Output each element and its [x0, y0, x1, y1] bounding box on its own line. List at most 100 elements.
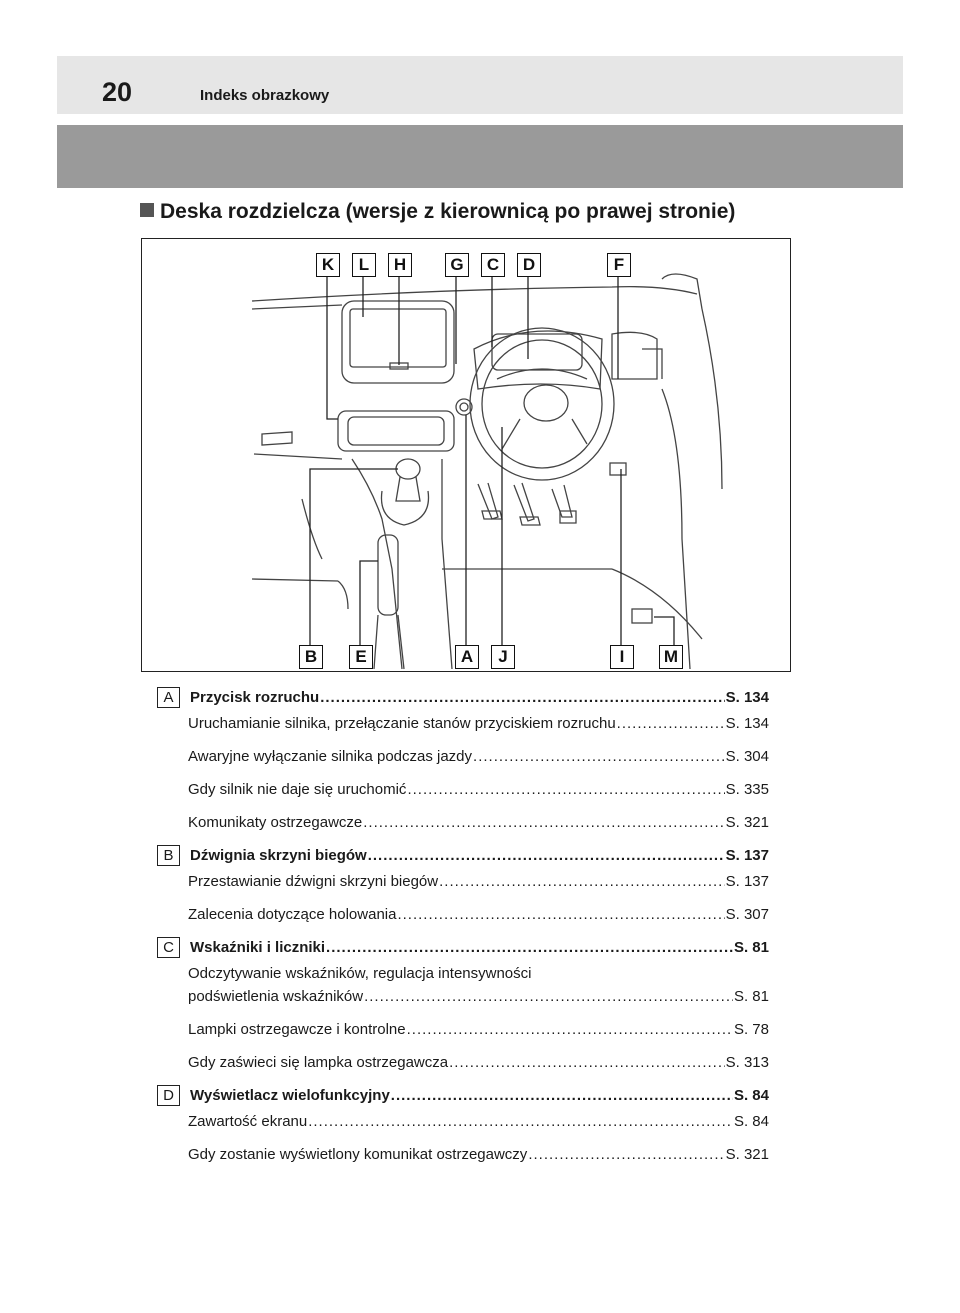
leader-dots	[528, 1146, 724, 1164]
item-page: S. 335	[725, 781, 769, 798]
item-text: Komunikaty ostrzegawcze	[188, 814, 363, 831]
header-band	[57, 125, 903, 188]
square-bullet-icon	[140, 203, 154, 217]
list-item[interactable]: Zalecenia dotyczące holowania S. 307	[157, 906, 769, 924]
label-text: I	[619, 647, 625, 666]
figure-label-k: K	[316, 253, 340, 277]
label-text: H	[393, 255, 407, 274]
entry-badge: B	[157, 845, 180, 866]
item-page: S. 321	[725, 1146, 769, 1163]
item-text: Gdy zostanie wyświetlony komunikat ostrz…	[188, 1146, 528, 1163]
list-item[interactable]: podświetlenia wskaźników S. 81	[157, 988, 769, 1006]
figure-label-d: D	[517, 253, 541, 277]
entry-title: Przycisk rozruchu	[190, 689, 320, 706]
leader-dots	[363, 814, 724, 832]
figure-label-j: J	[491, 645, 515, 669]
list-item[interactable]: Awaryjne wyłączanie silnika podczas jazd…	[157, 748, 769, 766]
item-page: S. 134	[725, 715, 769, 732]
item-page: S. 81	[733, 988, 769, 1005]
item-text: Zawartość ekranu	[188, 1113, 308, 1130]
leader-dots	[391, 1087, 733, 1105]
item-text: Uruchamianie silnika, przełączanie stanó…	[188, 715, 616, 732]
leader-dots	[617, 715, 725, 733]
item-text: Awaryjne wyłączanie silnika podczas jazd…	[188, 748, 473, 765]
item-page: S. 137	[725, 873, 769, 890]
dashboard-drawing	[251, 273, 723, 670]
label-text: J	[498, 647, 508, 666]
label-text: F	[613, 255, 625, 274]
list-item[interactable]: Uruchamianie silnika, przełączanie stanó…	[157, 715, 769, 733]
item-page: S. 321	[725, 814, 769, 831]
entry-a[interactable]: A Przycisk rozruchu S. 134	[157, 687, 769, 708]
figure-label-l: L	[352, 253, 376, 277]
item-text: Zalecenia dotyczące holowania	[188, 906, 397, 923]
figure-label-h: H	[388, 253, 412, 277]
dashboard-illustration: K L H G C D F B E A J I M	[141, 238, 791, 672]
label-text: D	[522, 255, 536, 274]
label-text: B	[304, 647, 318, 666]
item-page: S. 313	[725, 1054, 769, 1071]
entry-page: S. 81	[733, 939, 769, 956]
index-entries: A Przycisk rozruchu S. 134 Uruchamianie s…	[157, 682, 769, 1179]
figure-label-e: E	[349, 645, 373, 669]
list-item[interactable]: Przestawianie dźwigni skrzyni biegów S. 1…	[157, 873, 769, 891]
figure-label-g: G	[445, 253, 469, 277]
list-item[interactable]: Gdy zostanie wyświetlony komunikat ostrz…	[157, 1146, 769, 1164]
item-text: Przestawianie dźwigni skrzyni biegów	[188, 873, 439, 890]
item-text: podświetlenia wskaźników	[188, 988, 364, 1005]
page-section-title: Indeks obrazkowy	[200, 87, 330, 104]
entry-title: Wyświetlacz wielofunkcyjny	[190, 1087, 390, 1104]
section-title: Deska rozdzielcza (wersje z kierownicą p…	[140, 199, 735, 225]
leader-dots	[397, 906, 724, 924]
entry-page: S. 134	[725, 689, 769, 706]
list-item[interactable]: Gdy silnik nie daje się uruchomić S. 335	[157, 781, 769, 799]
header-bar	[57, 56, 903, 114]
list-item[interactable]: Lampki ostrzegawcze i kontrolne S. 78	[157, 1021, 769, 1039]
figure-label-a: A	[455, 645, 479, 669]
entry-b[interactable]: B Dźwignia skrzyni biegów S. 137	[157, 845, 769, 866]
figure-label-c: C	[481, 253, 505, 277]
page-number: 20	[102, 77, 133, 107]
label-text: L	[358, 255, 370, 274]
label-text: E	[355, 647, 367, 666]
entry-page: S. 137	[725, 847, 769, 864]
entry-c[interactable]: C Wskaźniki i liczniki S. 81	[157, 937, 769, 958]
leader-dots	[326, 939, 733, 957]
label-text: M	[663, 647, 679, 666]
leader-dots	[364, 988, 733, 1006]
leader-dots	[449, 1054, 725, 1072]
entry-page: S. 84	[733, 1087, 769, 1104]
leader-dots	[407, 1021, 733, 1039]
entry-badge: C	[157, 937, 180, 958]
section-title-text: Deska rozdzielcza (wersje z kierownicą p…	[160, 200, 736, 223]
entry-title: Wskaźniki i liczniki	[190, 939, 326, 956]
item-text: Gdy silnik nie daje się uruchomić	[188, 781, 407, 798]
item-page: S. 307	[725, 906, 769, 923]
figure-label-m: M	[659, 645, 683, 669]
entry-badge: D	[157, 1085, 180, 1106]
item-page: S. 78	[733, 1021, 769, 1038]
item-text-line1: Odczytywanie wskaźników, regulacja inten…	[188, 965, 532, 982]
item-page: S. 84	[733, 1113, 769, 1130]
item-text: Lampki ostrzegawcze i kontrolne	[188, 1021, 406, 1038]
item-text: Gdy zaświeci się lampka ostrzegawcza	[188, 1054, 449, 1071]
list-item[interactable]: Komunikaty ostrzegawcze S. 321	[157, 814, 769, 832]
figure-label-f: F	[607, 253, 631, 277]
label-text: G	[450, 255, 464, 274]
leader-dots	[439, 873, 725, 891]
figure-label-i: I	[610, 645, 634, 669]
entry-badge: A	[157, 687, 180, 708]
list-item[interactable]: Zawartość ekranu S. 84	[157, 1113, 769, 1131]
leader-dots	[368, 847, 725, 865]
figure-label-b: B	[299, 645, 323, 669]
label-text: K	[321, 255, 335, 274]
list-item[interactable]: Gdy zaświeci się lampka ostrzegawcza S. 3…	[157, 1054, 769, 1072]
label-text: A	[460, 647, 474, 666]
label-text: C	[486, 255, 500, 274]
entry-title: Dźwignia skrzyni biegów	[190, 847, 367, 864]
leader-dots	[473, 748, 725, 766]
item-page: S. 304	[725, 748, 769, 765]
entry-d[interactable]: D Wyświetlacz wielofunkcyjny S. 84	[157, 1085, 769, 1106]
leader-dots	[308, 1113, 733, 1131]
leader-dots	[407, 781, 724, 799]
